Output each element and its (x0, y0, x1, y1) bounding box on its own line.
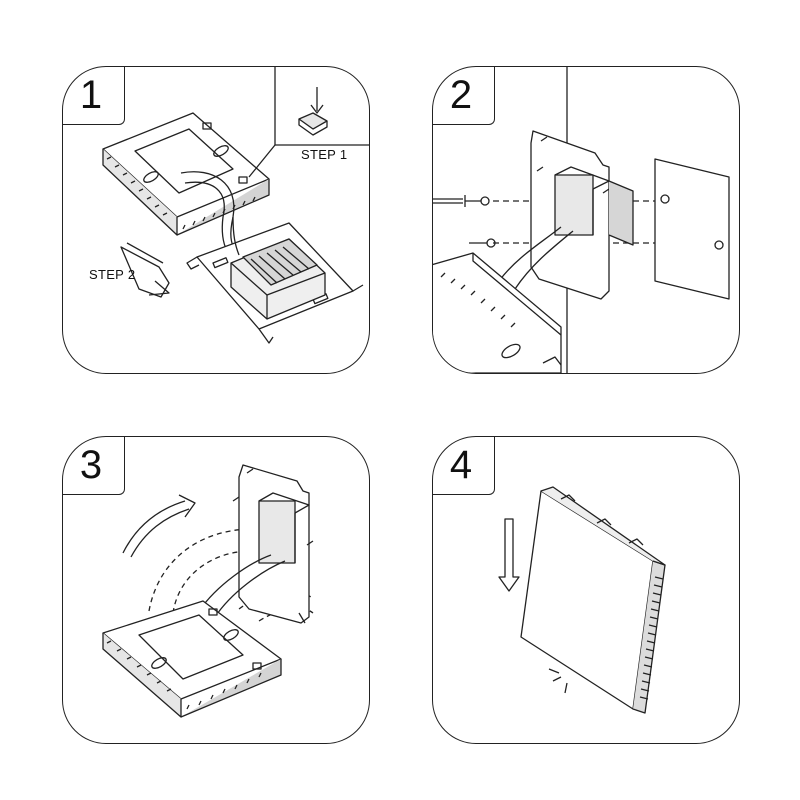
step-2-illustration (433, 67, 730, 373)
step-number-box: 2 (433, 67, 495, 125)
step-number-box: 3 (63, 437, 125, 495)
step-panel-3: 3 (62, 436, 370, 744)
step-4-illustration (498, 486, 666, 714)
step-1-illustration (102, 67, 369, 344)
step-2-label: STEP 2 (89, 267, 136, 282)
step-panel-4: 4 (432, 436, 740, 744)
step-number: 1 (79, 73, 103, 117)
step-number-box: 4 (433, 437, 495, 495)
step-number-box: 1 (63, 67, 125, 125)
step-panel-2: 2 (432, 66, 740, 374)
step-number: 2 (449, 73, 473, 117)
step-number: 4 (449, 443, 473, 487)
step-panel-1: 1 STEP 1 STEP 2 (62, 66, 370, 374)
step-1-label: STEP 1 (301, 147, 348, 162)
step-number: 3 (79, 443, 103, 487)
step-3-illustration (102, 464, 314, 718)
